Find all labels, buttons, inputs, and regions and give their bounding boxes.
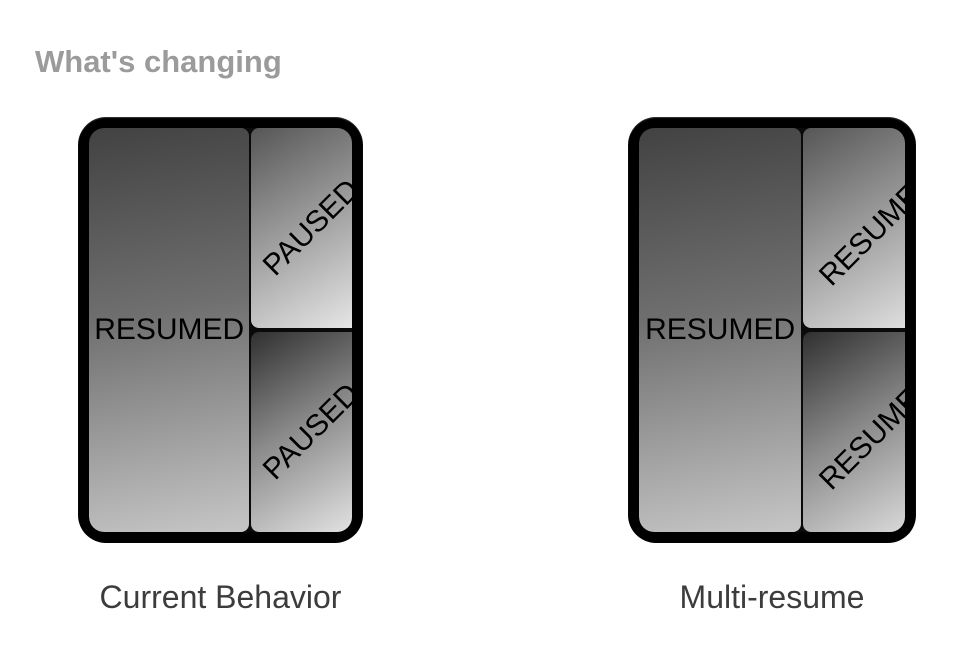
activity-state-label-top: RESUMED <box>813 162 905 293</box>
activity-state-label-top: PAUSED <box>257 173 352 283</box>
activity-state-label-main: RESUMED <box>645 313 796 346</box>
activity-pane-bottom: RESUMED <box>803 332 905 532</box>
device-screen: RESUMED PAUSED PAUSED <box>89 128 352 532</box>
device-multi-resume: RESUMED RESUMED RESUMED Multi-resume <box>628 117 916 616</box>
split-pane-column: PAUSED PAUSED <box>251 128 352 532</box>
device-frame: RESUMED PAUSED PAUSED <box>78 117 363 543</box>
activity-state-label-bottom: RESUMED <box>813 366 905 497</box>
device-screen: RESUMED RESUMED RESUMED <box>639 128 905 532</box>
device-frame: RESUMED RESUMED RESUMED <box>628 117 916 543</box>
activity-pane-bottom: PAUSED <box>251 332 352 532</box>
activity-state-label-main: RESUMED <box>94 313 245 346</box>
activity-pane-top: PAUSED <box>251 128 352 328</box>
activity-pane-top: RESUMED <box>803 128 905 328</box>
device-current-behavior: RESUMED PAUSED PAUSED Current Behavior <box>78 117 363 616</box>
activity-pane-main: RESUMED <box>89 128 250 532</box>
device-caption-multi-resume: Multi-resume <box>679 579 865 615</box>
slide-title: What's changing <box>35 43 282 79</box>
device-caption-current-behavior: Current Behavior <box>99 579 342 615</box>
activity-state-label-bottom: PAUSED <box>257 377 352 487</box>
activity-pane-main: RESUMED <box>639 128 802 532</box>
split-pane-column: RESUMED RESUMED <box>803 128 905 532</box>
